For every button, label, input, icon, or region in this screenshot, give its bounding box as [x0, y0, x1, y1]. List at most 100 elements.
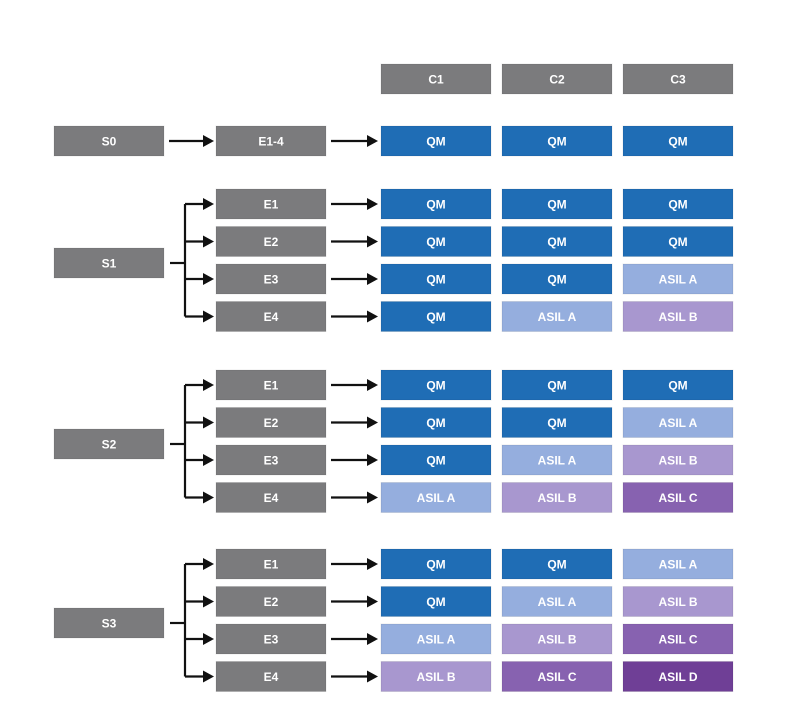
s2-e4-branch-arrow-head	[203, 491, 214, 504]
cell-label: ASIL B	[658, 454, 697, 468]
cell-label: QM	[547, 416, 566, 430]
cell-label: QM	[547, 558, 566, 572]
s3-e2-branch-arrow-head	[203, 595, 214, 608]
s0-row-arrow-head	[367, 135, 378, 147]
cell-label: ASIL A	[538, 310, 577, 324]
cell-s3-e2-c2	[501, 586, 613, 617]
exposure-box-s2-e4	[215, 482, 327, 513]
cell-s0-c2	[501, 125, 613, 157]
s2-e2-row-arrow-head	[367, 416, 378, 429]
cell-label: ASIL A	[538, 454, 577, 468]
s3-e3-row-arrow-head	[367, 633, 378, 645]
cell-s2-e3-c2	[501, 444, 613, 476]
cell-label: QM	[426, 198, 445, 212]
cell-s3-e4-c2	[501, 661, 613, 692]
exposure-box-s1-e1	[215, 188, 327, 220]
s3-e1-row-arrow-head	[367, 558, 378, 570]
severity-box-s1	[53, 247, 165, 279]
severity-box-s2	[53, 428, 165, 460]
header-label: C1	[428, 73, 444, 87]
cell-label: QM	[668, 198, 687, 212]
s1-e4-branch-arrow-head	[203, 310, 214, 323]
severity-box-s3	[53, 607, 165, 639]
exposure-box-s2-e2	[215, 407, 327, 438]
cell-s2-e2-c1	[380, 407, 492, 438]
cell-s2-e1-c3	[622, 369, 734, 401]
cell-s1-e4-c3	[622, 301, 734, 332]
s3-e4-row-arrow-head	[367, 670, 378, 683]
s2-e1-branch-arrow-head	[203, 379, 214, 391]
cell-s2-e1-c1	[380, 369, 492, 401]
exposure-box-s2-e3	[215, 444, 327, 476]
header-label: C3	[670, 73, 686, 87]
s2-e2-branch-arrow-head	[203, 416, 214, 429]
cell-s2-e2-c2	[501, 407, 613, 438]
exposure-label: E2	[264, 416, 279, 430]
severity-label: S0	[102, 135, 117, 149]
cell-label: ASIL B	[537, 633, 576, 647]
cell-label: ASIL B	[658, 310, 697, 324]
exposure-label: E3	[264, 633, 279, 647]
cell-s0-c1	[380, 125, 492, 157]
exposure-box-s3-e2	[215, 586, 327, 617]
cell-s1-e2-c1	[380, 226, 492, 257]
s3-e4-branch-arrow-head	[203, 670, 214, 683]
s1-e1-row-arrow-head	[367, 198, 378, 210]
s3-e3-branch-arrow-head	[203, 633, 214, 645]
cell-s2-e1-c2	[501, 369, 613, 401]
cell-s2-e4-c1	[380, 482, 492, 513]
cell-s3-e2-c3	[622, 586, 734, 617]
exposure-label: E1	[264, 558, 279, 572]
severity-label: S2	[102, 438, 117, 452]
cell-label: ASIL B	[658, 595, 697, 609]
cell-s2-e3-c1	[380, 444, 492, 476]
cell-label: ASIL C	[658, 633, 697, 647]
cell-label: QM	[426, 379, 445, 393]
cell-s1-e2-c2	[501, 226, 613, 257]
exposure-label: E4	[264, 491, 279, 505]
cell-s1-e3-c3	[622, 263, 734, 295]
cell-label: ASIL C	[658, 491, 697, 505]
s3-e2-row-arrow-head	[367, 595, 378, 608]
exposure-label: E1	[264, 198, 279, 212]
cell-label: QM	[426, 135, 445, 149]
cell-label: QM	[668, 379, 687, 393]
s1-e2-branch-arrow-head	[203, 235, 214, 248]
cell-s1-e4-c1	[380, 301, 492, 332]
cell-s2-e4-c3	[622, 482, 734, 513]
cell-label: QM	[426, 558, 445, 572]
exposure-box-s1-e2	[215, 226, 327, 257]
s2-e3-branch-arrow-head	[203, 454, 214, 466]
cell-label: QM	[547, 235, 566, 249]
cell-s2-e3-c3	[622, 444, 734, 476]
exposure-label: E4	[264, 670, 279, 684]
cell-s3-e3-c2	[501, 623, 613, 655]
s1-e4-row-arrow-head	[367, 310, 378, 323]
severity-box-s0	[53, 125, 165, 157]
cell-s3-e1-c3	[622, 548, 734, 580]
cell-label: ASIL C	[537, 670, 576, 684]
cell-label: ASIL A	[659, 273, 698, 287]
header-c1	[380, 63, 492, 95]
cell-s3-e4-c3	[622, 661, 734, 692]
cell-label: QM	[547, 379, 566, 393]
cell-label: QM	[426, 273, 445, 287]
header-label: C2	[549, 73, 565, 87]
s1-e3-row-arrow-head	[367, 273, 378, 285]
cell-label: ASIL A	[417, 633, 456, 647]
exposure-box-e1-4	[215, 125, 327, 157]
cell-label: QM	[426, 310, 445, 324]
cell-s1-e1-c1	[380, 188, 492, 220]
s3-e1-branch-arrow-head	[203, 558, 214, 570]
exposure-label: E1-4	[258, 135, 284, 149]
cell-s0-c3	[622, 125, 734, 157]
s2-e3-row-arrow-head	[367, 454, 378, 466]
cell-label: ASIL A	[417, 491, 456, 505]
cell-s1-e3-c2	[501, 263, 613, 295]
s1-e1-branch-arrow-head	[203, 198, 214, 210]
cell-s1-e1-c3	[622, 188, 734, 220]
cell-label: QM	[668, 135, 687, 149]
cell-label: QM	[426, 416, 445, 430]
exposure-box-s3-e4	[215, 661, 327, 692]
cell-label: QM	[547, 135, 566, 149]
